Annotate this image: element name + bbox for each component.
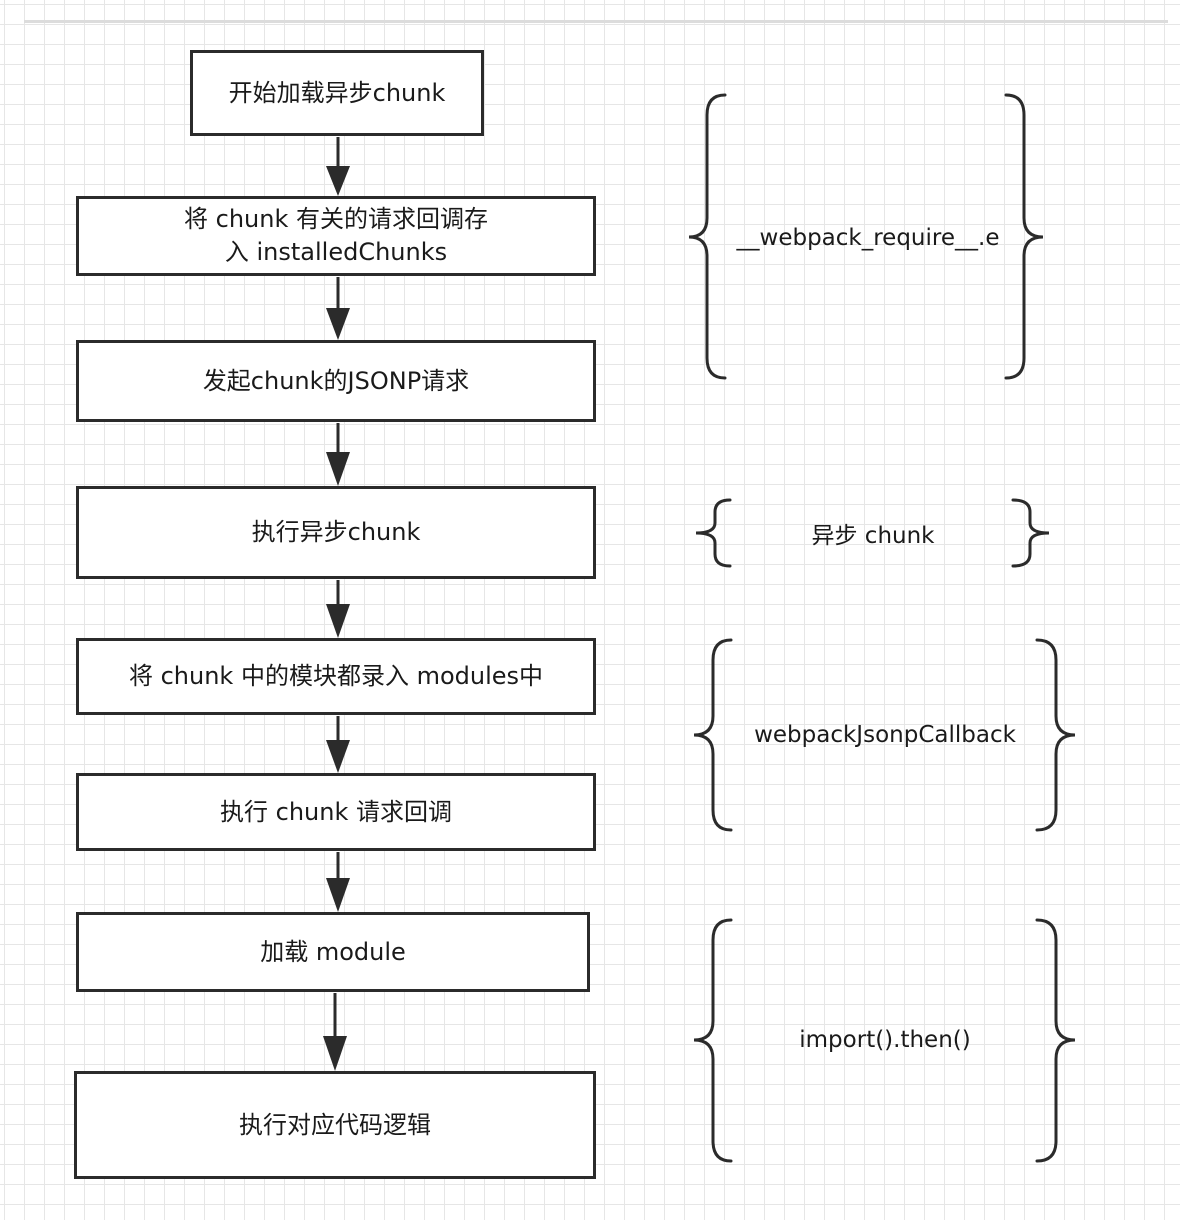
- arrow-1: [326, 137, 350, 196]
- step-execute-chunk-callback[interactable]: 执行 chunk 请求回调: [76, 773, 596, 851]
- group-label-text: webpackJsonpCallback: [754, 722, 1016, 748]
- step-label: 加载 module: [260, 937, 406, 966]
- step-execute-async-chunk[interactable]: 执行异步chunk: [76, 486, 596, 579]
- step-label: 将 chunk 有关的请求回调存 入 installedChunks: [184, 205, 488, 266]
- group-label-async-chunk: 异步 chunk: [720, 513, 1026, 553]
- step-load-module[interactable]: 加载 module: [76, 912, 590, 992]
- group-label-import-then: import().then(): [718, 1020, 1052, 1060]
- step-execute-code-logic[interactable]: 执行对应代码逻辑: [74, 1071, 596, 1179]
- step-store-callbacks-installed-chunks[interactable]: 将 chunk 有关的请求回调存 入 installedChunks: [76, 196, 596, 276]
- arrow-3: [326, 423, 350, 486]
- group-label-webpack-jsonp-callback: webpackJsonpCallback: [718, 715, 1052, 755]
- step-register-modules[interactable]: 将 chunk 中的模块都录入 modules中: [76, 638, 596, 715]
- group-label-webpack-require-e: __webpack_require__.e: [712, 218, 1024, 258]
- group-label-text: import().then(): [799, 1027, 971, 1053]
- arrow-5: [326, 716, 350, 773]
- step-label: 执行对应代码逻辑: [239, 1110, 431, 1139]
- arrow-2: [326, 277, 350, 340]
- step-label: 发起chunk的JSONP请求: [202, 366, 470, 395]
- step-label: 执行异步chunk: [251, 518, 421, 546]
- step-label: 执行 chunk 请求回调: [220, 797, 452, 826]
- arrow-6: [326, 852, 350, 912]
- group-label-text: __webpack_require__.e: [736, 225, 1000, 251]
- step-start-load-async-chunk[interactable]: 开始加载异步chunk: [190, 50, 484, 136]
- arrow-7: [323, 993, 347, 1071]
- group-label-text: 异步 chunk: [811, 523, 935, 549]
- step-label: 将 chunk 中的模块都录入 modules中: [128, 662, 544, 690]
- step-label: 开始加载异步chunk: [228, 78, 446, 107]
- arrow-4: [326, 580, 350, 638]
- step-jsonp-request[interactable]: 发起chunk的JSONP请求: [76, 340, 596, 422]
